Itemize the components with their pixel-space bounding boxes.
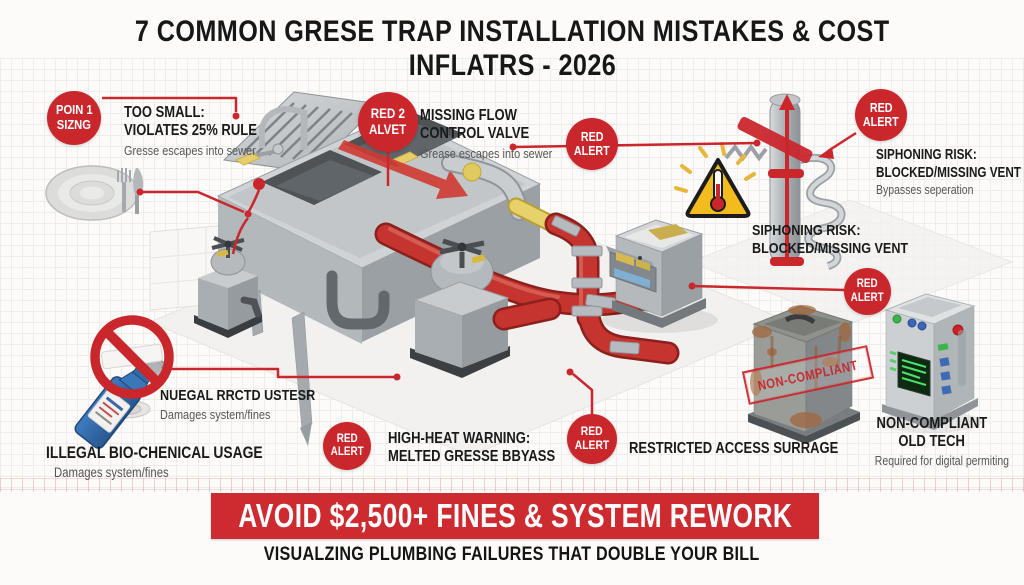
badge-line: RED bbox=[336, 432, 358, 445]
badge-line: ALERT bbox=[851, 291, 884, 304]
callout-title: NON-COMPLIANT bbox=[876, 415, 988, 432]
rust-patches bbox=[750, 305, 851, 428]
rusty-tank-illustration bbox=[748, 305, 860, 444]
badge-line: ALERT bbox=[330, 446, 364, 458]
flow-arrow bbox=[338, 140, 468, 199]
callout-missing-flow-valve: MISSING FLOW CONTROL VALVE Grease escape… bbox=[420, 107, 578, 161]
badge-line: ALERT bbox=[574, 438, 610, 452]
callout-illegal-garbled: NUEGAL RRCTD USTESR Damages system/fines bbox=[160, 387, 345, 422]
callout-sub: Required for digital permiting bbox=[874, 453, 1010, 468]
badge-line: RED bbox=[869, 100, 893, 115]
prohibition-icon bbox=[90, 315, 174, 399]
badge-red-alert-heat: RED ALERT bbox=[323, 422, 371, 470]
callout-title: VIOLATES 25% RULE bbox=[124, 122, 257, 140]
fork-icon bbox=[117, 168, 131, 212]
callout-title: NUEGAL RRCTD USTESR bbox=[160, 387, 316, 404]
badge-line: RED bbox=[857, 278, 878, 291]
badge-line: RED 2 bbox=[370, 106, 406, 122]
vent-pipe bbox=[724, 93, 846, 270]
badge-line: ALERT bbox=[863, 115, 899, 129]
callout-sub: Damages system/fines bbox=[54, 465, 169, 481]
knife-icon bbox=[133, 168, 144, 214]
monitoring-device-illustration bbox=[878, 293, 982, 433]
callout-sub: Damages system/fines bbox=[160, 406, 271, 422]
page-title: 7 COMMON GRESE TRAP INSTALLATION MISTAKE… bbox=[0, 15, 1024, 82]
banner-subline: VISUALZING PLUMBING FAILURES THAT DOUBLE… bbox=[264, 544, 760, 565]
callout-title: BLOCKED/MISSING VENT bbox=[876, 163, 1021, 181]
zigzag-wire bbox=[724, 143, 768, 162]
warning-triangle-icon bbox=[674, 142, 756, 218]
callout-title: ILLEGAL BIO-CHENICAL USAGE bbox=[46, 444, 263, 462]
callout-sub: Bypasses seperation bbox=[876, 183, 974, 198]
callout-title: MELTED GRESSE BBYASS bbox=[388, 448, 556, 466]
callout-siphoning-center: SIPHONING RISK: BLOCKED/MISSING VENT bbox=[752, 222, 938, 257]
callout-too-small: TOO SMALL: VIOLATES 25% RULE Gresse esca… bbox=[124, 104, 282, 158]
banner-subline-row: VISUALZING PLUMBING FAILURES THAT DOUBLE… bbox=[0, 544, 1024, 566]
callout-restricted-access: RESTRICTED ACCESS SURRAGE bbox=[629, 440, 878, 458]
title-line2: INFLATRS - 2026 bbox=[408, 48, 616, 82]
banner-headline: AVOID $2,500+ FINES & SYSTEM REWORK bbox=[237, 497, 793, 534]
badge-red-alert-vent: RED ALERT bbox=[855, 89, 907, 141]
badge-red-alert-restricted: RED ALERT bbox=[567, 414, 617, 464]
badge-line: ALVET bbox=[369, 122, 407, 137]
badge-red-alert-tank: RED ALERT bbox=[844, 268, 891, 315]
connector-lines bbox=[102, 96, 857, 414]
title-line1: 7 COMMON GRESE TRAP INSTALLATION MISTAKE… bbox=[134, 15, 890, 48]
badge-point1-sizing: POIN 1 SIZNG bbox=[47, 91, 101, 145]
badge-red-alert-mid: RED ALERT bbox=[566, 118, 618, 170]
badge-line: RED bbox=[580, 129, 604, 144]
callout-siphoning-right: SIPHONING RISK: BLOCKED/MISSING VENT Byp… bbox=[876, 146, 1024, 198]
callout-title: RESTRICTED ACCESS SURRAGE bbox=[629, 440, 839, 457]
callout-high-heat: HIGH-HEAT WARNING: MELTED GRESSE BBYASS bbox=[388, 430, 587, 467]
callout-sub: Gresse escapes into sewer bbox=[124, 142, 256, 158]
plate-and-cutlery-icon bbox=[45, 165, 144, 221]
callout-title: CONTROL VALVE bbox=[420, 125, 530, 143]
callout-title: BLOCKED/MISSING VENT bbox=[752, 239, 909, 257]
blocked-vent-marker bbox=[737, 94, 813, 266]
sponge-icon bbox=[234, 152, 262, 166]
u-trap-pipe bbox=[326, 270, 390, 330]
grid-red-strip bbox=[0, 478, 1024, 492]
callout-title: MISSING FLOW bbox=[420, 107, 517, 124]
callout-title: OLD TECH bbox=[898, 433, 966, 451]
badge-line: RED bbox=[581, 424, 603, 439]
callout-sub: Grease escapes into sewer bbox=[420, 145, 553, 161]
badge-red2-valve: RED 2 ALVET bbox=[358, 92, 418, 152]
callout-illegal-bio: ILLEGAL BIO-CHENICAL USAGE Damages syste… bbox=[46, 444, 304, 481]
interceptor-cabinet bbox=[602, 219, 718, 333]
grease-trap-large bbox=[410, 238, 562, 378]
callout-title: TOO SMALL: bbox=[124, 104, 205, 121]
callout-title: SIPHONING RISK: bbox=[752, 222, 861, 239]
badge-line: POIN 1 bbox=[55, 102, 93, 118]
badge-line: ALERT bbox=[574, 144, 610, 158]
callout-old-tech: NON-COMPLIANT OLD TECH Required for digi… bbox=[862, 415, 1009, 468]
callout-title: SIPHONING RISK: bbox=[876, 146, 977, 163]
badge-line: SIZNG bbox=[56, 117, 92, 132]
bottom-banner: AVOID $2,500+ FINES & SYSTEM REWORK bbox=[211, 493, 819, 539]
callout-title: HIGH-HEAT WARNING: bbox=[388, 430, 531, 447]
grease-trap-small bbox=[194, 236, 262, 338]
